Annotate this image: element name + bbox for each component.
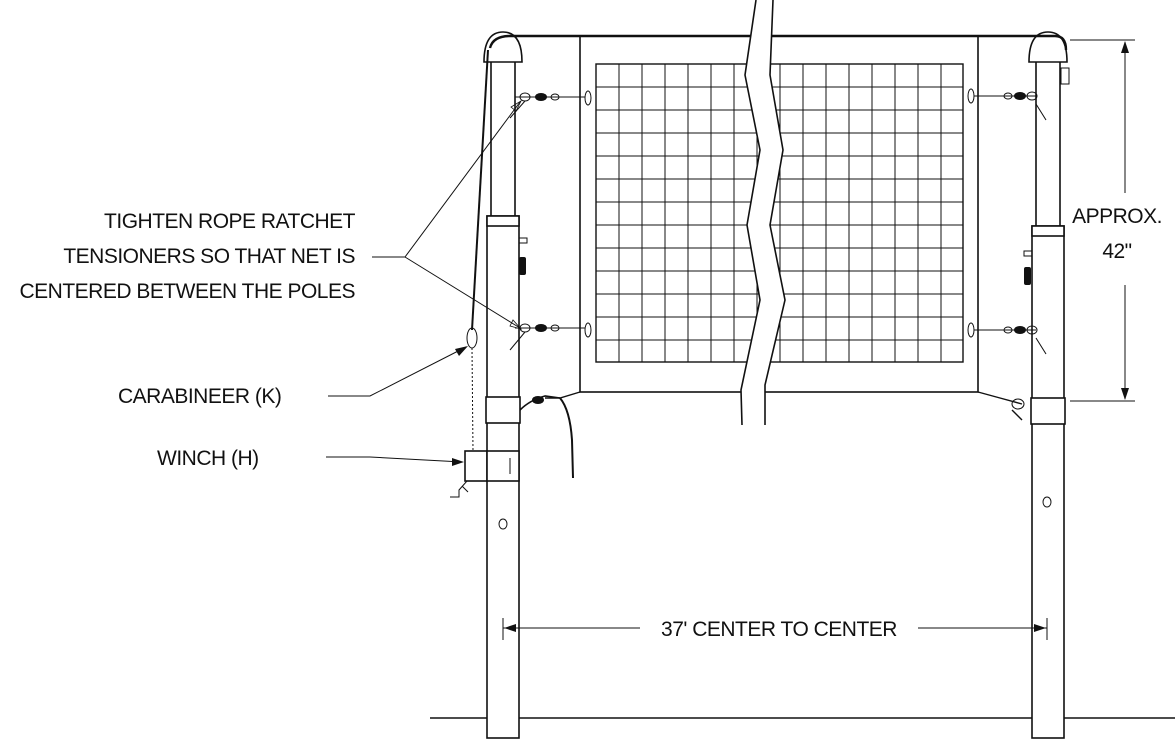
height-label-line-1: APPROX. — [1072, 205, 1162, 228]
left-upper-tensioner — [509, 92, 585, 119]
left-lower-tensioner — [509, 323, 585, 351]
right-lower-tensioner — [974, 325, 1047, 355]
right-upper-tensioner — [974, 91, 1047, 121]
left-pole — [483, 31, 528, 739]
tensioner-note-line-2: TENSIONERS SO THAT NET IS — [63, 245, 355, 268]
left-knob — [519, 257, 526, 275]
left-bottom-clip — [519, 395, 561, 411]
bottom-cord — [559, 397, 574, 479]
tensioner-note-line-3: CENTERED BETWEEN THE POLES — [19, 280, 355, 303]
height-label-line-2: 42" — [1102, 240, 1131, 263]
right-pole-hole — [1042, 496, 1052, 508]
left-pole-hole — [498, 518, 508, 530]
winch-leader — [326, 456, 463, 463]
left-collar — [485, 396, 521, 424]
net — [545, 35, 1023, 479]
right-pole — [1023, 31, 1070, 739]
right-knob — [1024, 267, 1031, 285]
carabineer-leader — [328, 346, 467, 397]
tensioner-note-line-1: TIGHTEN ROPE RATCHET — [104, 210, 356, 233]
right-pole-cap — [1028, 31, 1068, 63]
winch-label: WINCH (H) — [157, 447, 259, 470]
winch-rope — [471, 49, 489, 331]
span-label: 37' CENTER TO CENTER — [661, 618, 897, 641]
left-pole-cap — [483, 31, 523, 63]
height-dimension — [1070, 39, 1135, 402]
top-cable — [488, 34, 1068, 51]
winch — [450, 450, 520, 498]
tensioner-leader — [372, 101, 521, 329]
carabineer-clip — [466, 327, 478, 349]
carabineer-label: CARABINEER (K) — [118, 385, 281, 408]
break-band — [740, 0, 786, 426]
span-dimension — [503, 624, 1047, 632]
right-bottom-clip — [1011, 398, 1025, 421]
right-collar — [1030, 397, 1066, 425]
